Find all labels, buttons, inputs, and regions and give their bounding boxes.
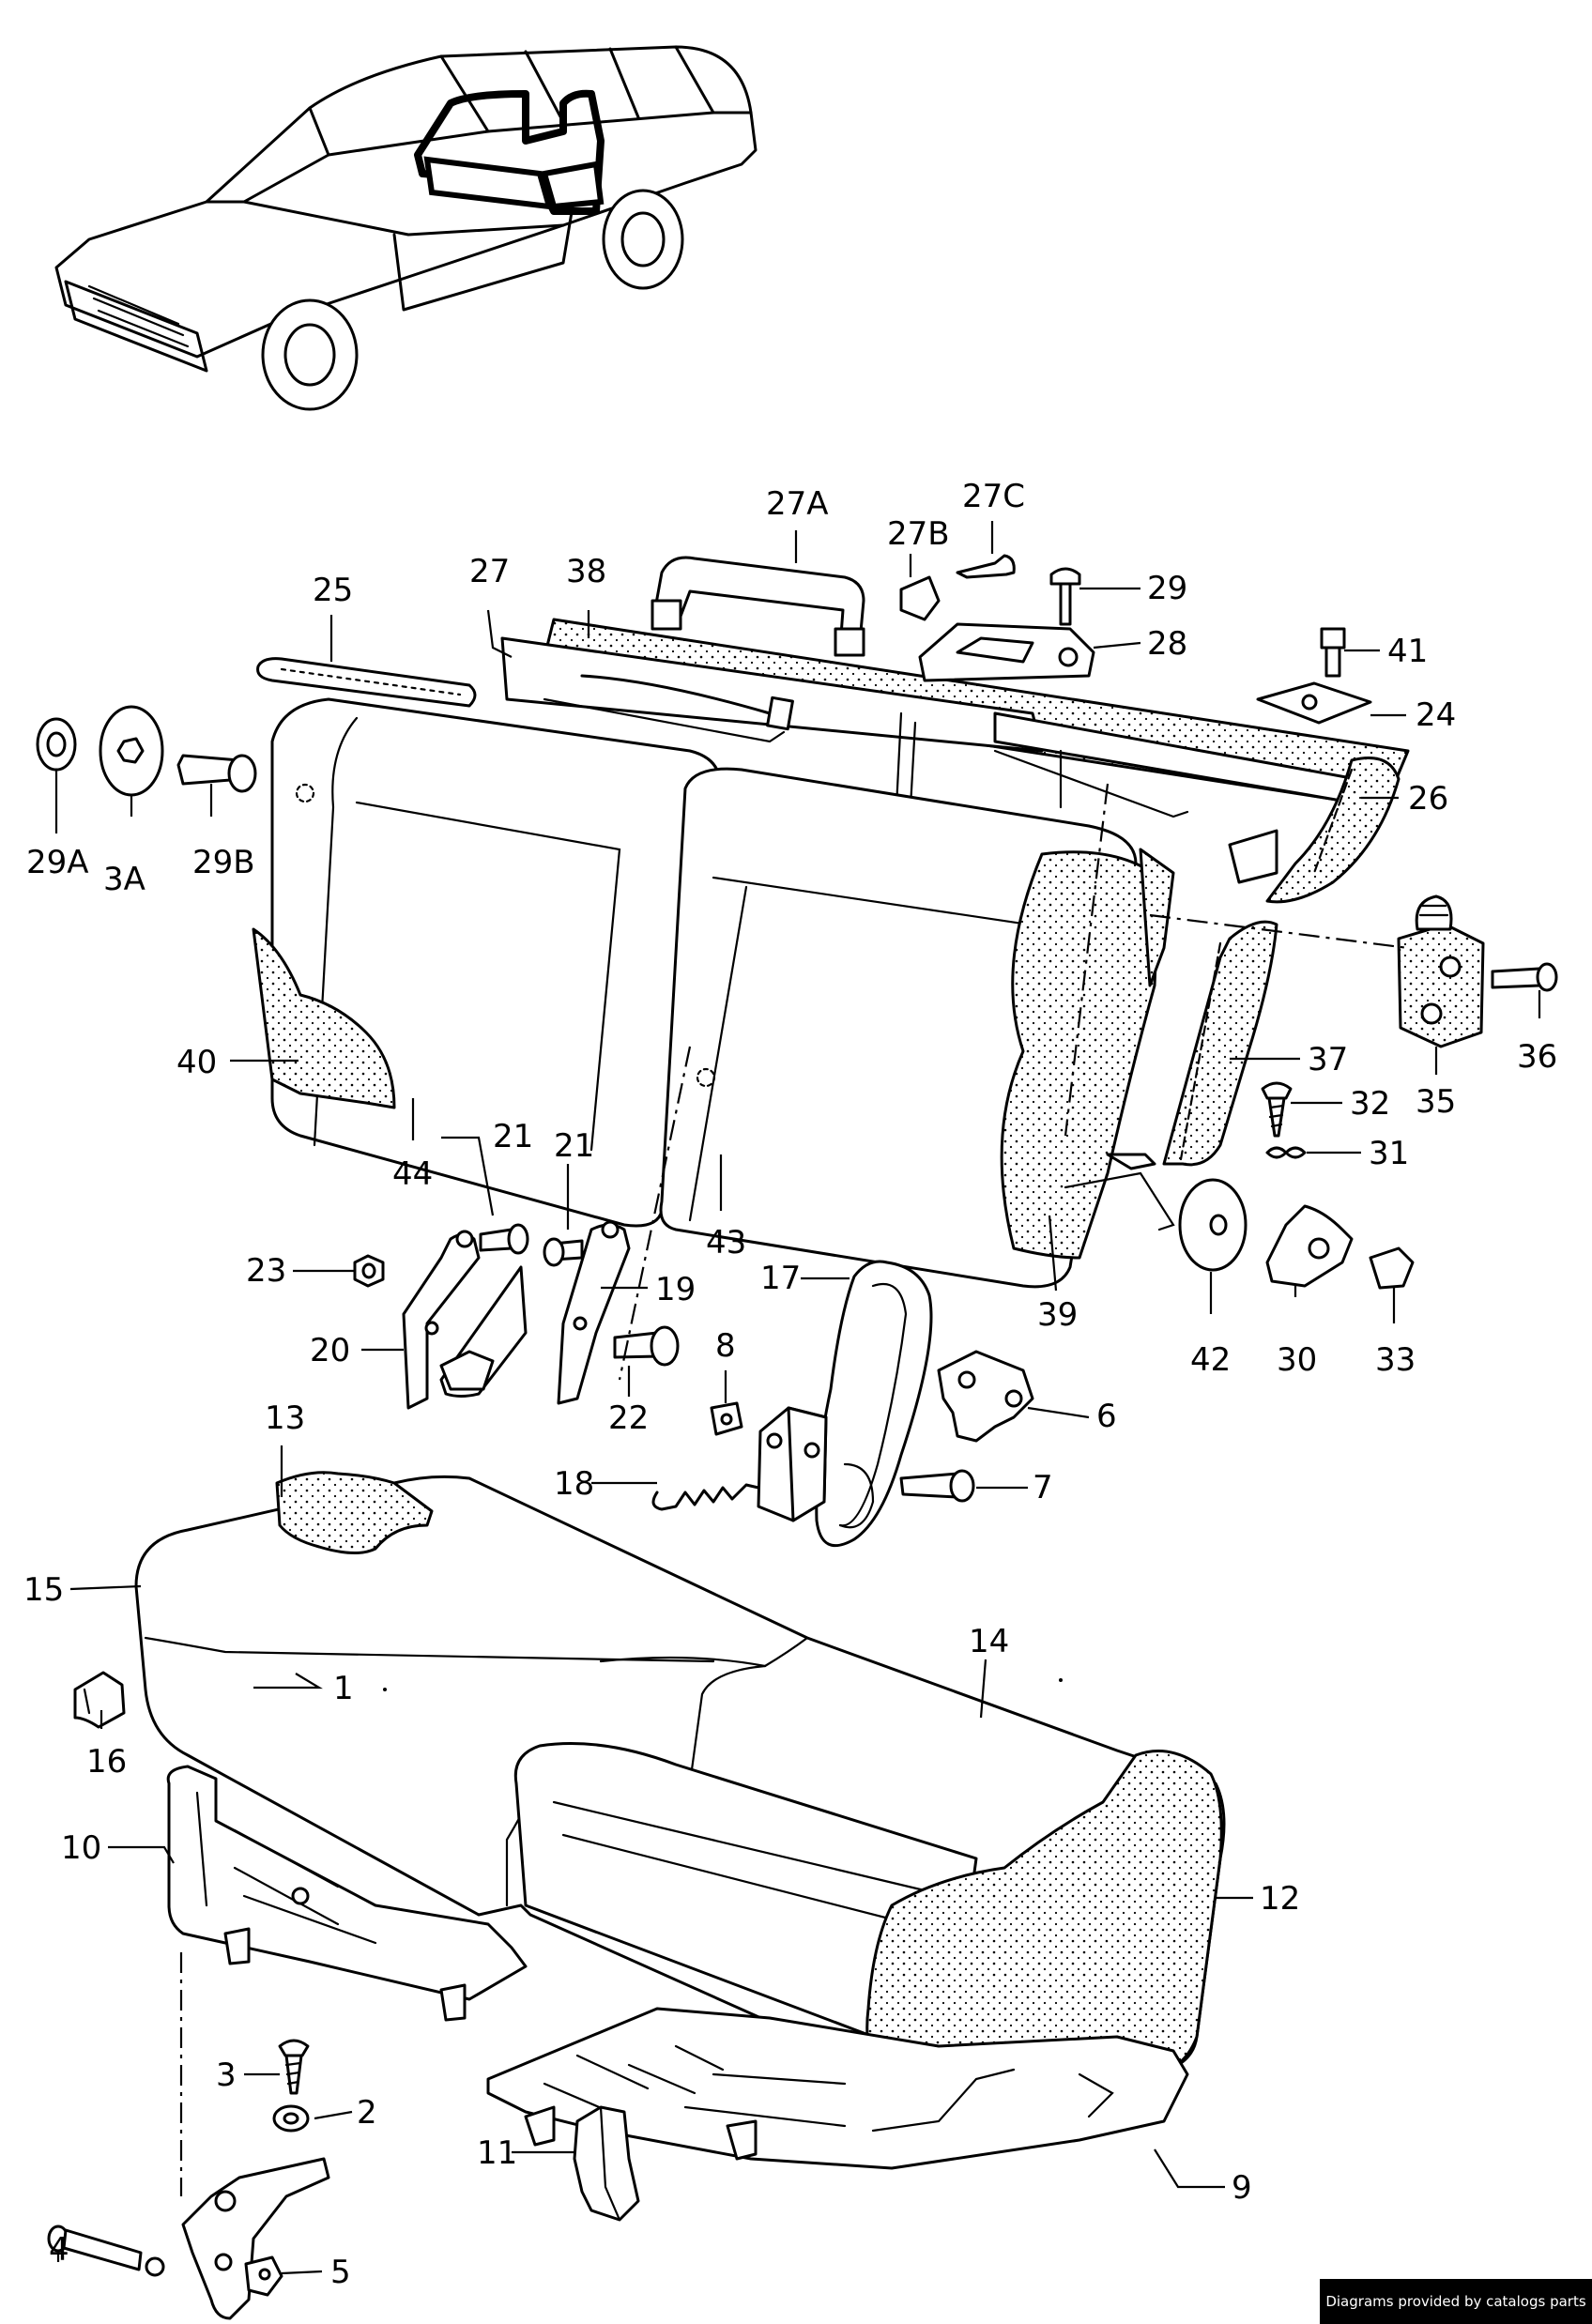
part-label-1: 1 [333,1670,354,1707]
part-label-27a: 27A [766,485,829,523]
clip-16 [73,1671,126,1729]
part-label-21: 21 [554,1127,594,1165]
part-label-44: 44 [392,1155,433,1193]
bolt-41 [1320,627,1346,678]
part-label-3a: 3A [103,861,145,898]
bolt-4 [47,2225,143,2271]
part-label-35: 35 [1416,1083,1456,1121]
part-label-41: 41 [1387,633,1428,670]
part-label-24: 24 [1416,696,1456,734]
spring-18 [651,1483,760,1511]
bolt-21a [479,1228,513,1252]
mounting-axis-line [618,1046,692,1381]
footer-credit: Diagrams provided by catalogs parts [1320,2279,1592,2324]
part-label-5: 5 [330,2254,351,2291]
washer-29A [36,717,77,772]
mounting-axis-line [1149,913,1409,950]
part-label-42: 42 [1190,1341,1231,1379]
hinge-plate-19 [557,1223,631,1405]
side-trim-panel [1162,920,1278,1167]
part-label-29: 29 [1147,570,1187,607]
clip-27B [899,575,941,621]
part-label-26: 26 [1408,780,1448,818]
part-label-11: 11 [477,2134,517,2172]
part-label-2: 2 [357,2094,377,2132]
part-label-25: 25 [313,572,353,609]
part-label-27b: 27B [887,515,950,553]
part-label-33: 33 [1375,1341,1416,1379]
washer-42 [1178,1178,1248,1272]
part-label-23: 23 [246,1252,286,1290]
part-label-29a: 29A [26,844,89,881]
backrest-frame-assembly [500,618,1410,818]
bolt-36 [1491,967,1541,989]
part-label-17: 17 [760,1260,801,1297]
screw-32 [1261,1081,1293,1138]
part-label-14: 14 [969,1623,1009,1660]
part-label-40: 40 [176,1044,217,1081]
part-label-32: 32 [1350,1085,1390,1123]
part-label-12: 12 [1260,1880,1300,1918]
bracket-11 [573,2105,640,2222]
part-label-18: 18 [554,1465,594,1503]
part-label-9: 9 [1232,2169,1252,2207]
washer-2 [272,2104,310,2133]
part-label-6: 6 [1096,1398,1117,1435]
bolt-29B [176,754,257,793]
part-label-29b: 29B [192,844,255,881]
part-label-39: 39 [1037,1296,1078,1334]
part-label-3: 3 [216,2056,237,2094]
part-label-28: 28 [1147,625,1187,663]
part-label-21: 21 [493,1118,533,1155]
part-label-4: 4 [49,2231,69,2269]
leader-lines [54,521,1541,2275]
part-label-38: 38 [566,553,606,590]
part-label-36: 36 [1517,1038,1557,1076]
seat-pan-frame [166,1765,528,2001]
lock-35 [1397,923,1485,1048]
part-label-16: 16 [86,1743,127,1781]
clip-33 [1369,1246,1415,1290]
part-label-43: 43 [706,1224,746,1261]
part-label-10: 10 [61,1829,101,1867]
part-label-22: 22 [608,1399,649,1437]
part-label-19: 19 [655,1271,696,1308]
part-label-27c: 27C [962,478,1025,515]
screw-29 [1049,567,1081,626]
part-label-27: 27 [469,553,510,590]
car-overview-illustration [54,45,758,411]
nut-23 [353,1254,385,1288]
pin-7 [899,1472,959,1499]
screw-27C [956,554,1016,579]
part-label-15: 15 [23,1571,64,1609]
hinge-bracket-1 [181,2157,330,2320]
screw-3 [278,2039,310,2095]
part-label-30: 30 [1277,1341,1317,1379]
part-label-37: 37 [1308,1041,1348,1078]
part-label-13: 13 [265,1399,305,1437]
strap-17 [815,1260,933,1548]
part-label-31: 31 [1369,1135,1409,1172]
spring-clip-31 [1265,1146,1307,1159]
part-label-8: 8 [715,1327,736,1365]
part-label-20: 20 [310,1332,350,1369]
washer-3A [99,705,164,797]
part-label-7: 7 [1033,1469,1053,1506]
